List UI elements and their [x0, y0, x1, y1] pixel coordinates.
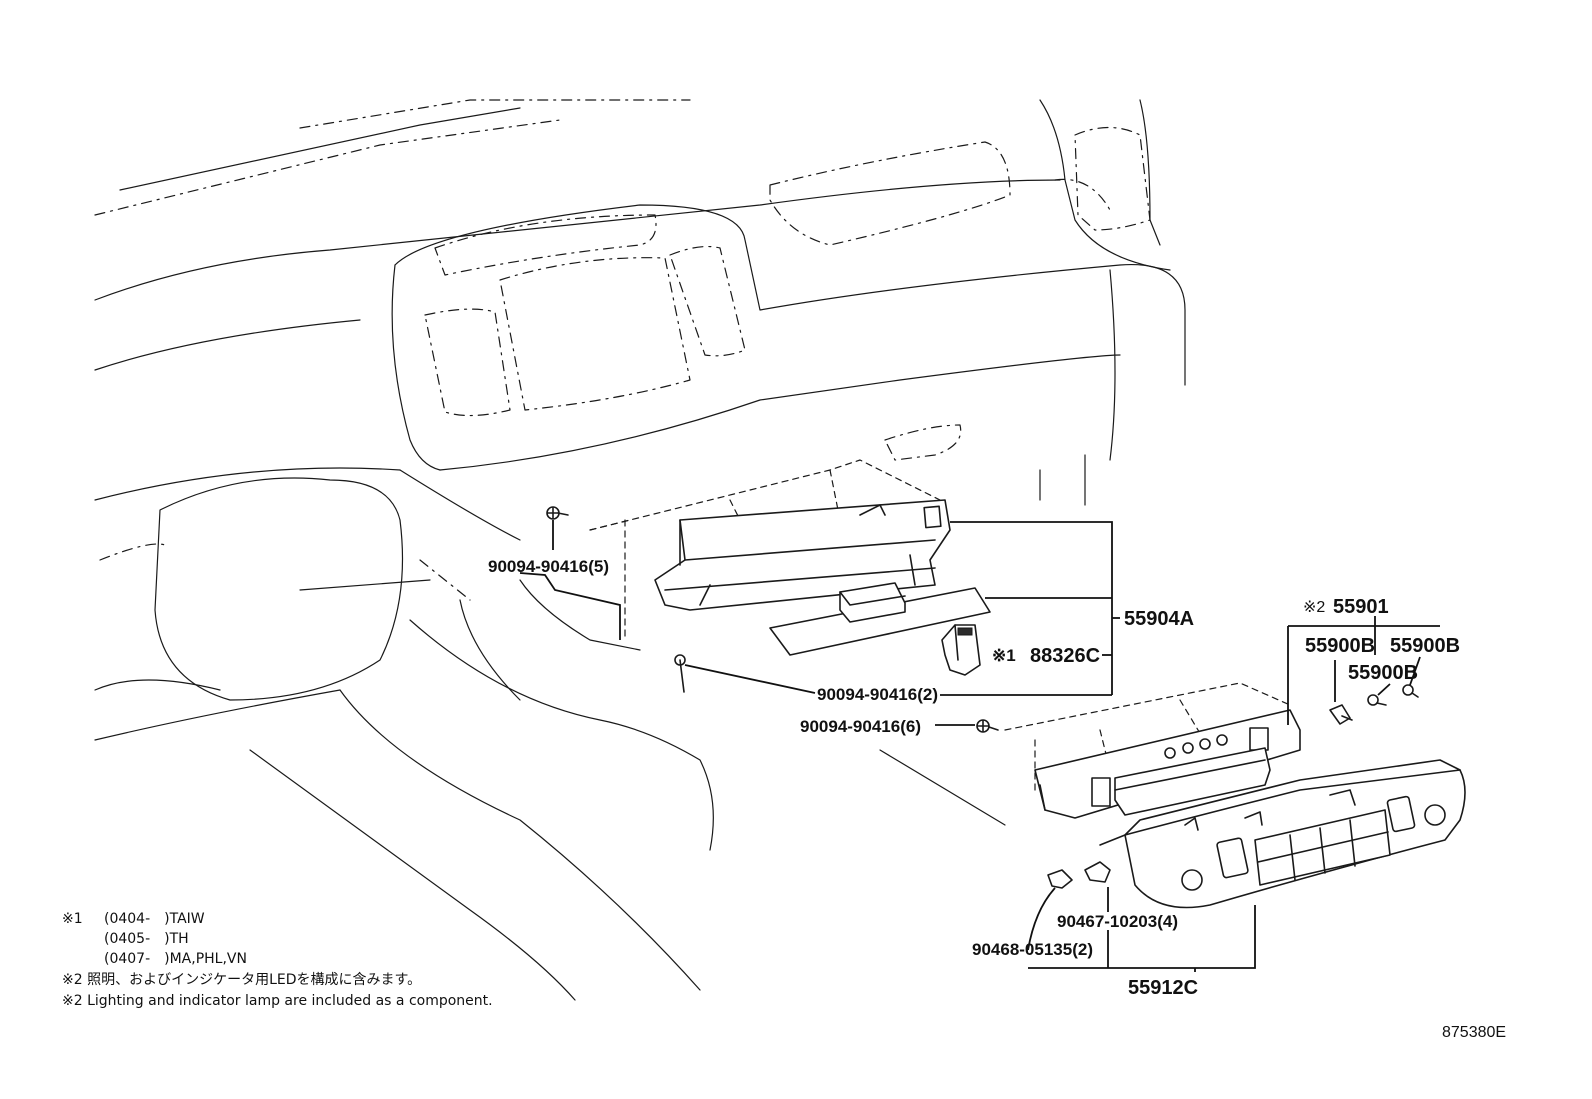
upper-switch-housing	[546, 459, 991, 693]
part-labels: 90094-90416(5) 55904A ※1 88326C 90094-90…	[488, 557, 1460, 999]
label-90094-90416-6: 90094-90416(6)	[800, 717, 921, 736]
label-55900B-b: 55900B	[1390, 635, 1460, 657]
lower-control-panel	[976, 682, 1466, 909]
note2-english: ※2 Lighting and indicator lamp are inclu…	[62, 993, 493, 1009]
label-88326C-mark: ※1	[992, 646, 1016, 665]
label-90467-10203-4: 90467-10203(4)	[1057, 912, 1178, 931]
label-55900B-a: 55900B	[1305, 635, 1375, 657]
dashboard-outline	[94, 99, 1186, 1001]
label-55901: 55901	[1333, 596, 1389, 618]
label-55904A: 55904A	[1124, 608, 1194, 630]
note2-japanese: ※2 照明、およびインジケータ用LEDを構成に含みます。	[62, 972, 421, 988]
leader-lines	[519, 520, 1440, 972]
note1-mark: ※1	[62, 911, 83, 927]
label-88326C: 88326C	[1030, 645, 1100, 667]
label-55900B-c: 55900B	[1348, 662, 1418, 684]
label-90094-90416-2: 90094-90416(2)	[817, 685, 938, 704]
label-90468-05135-2: 90468-05135(2)	[972, 940, 1093, 959]
note1-line3: (0407- )MA,PHL,VN	[104, 951, 247, 967]
label-55912C: 55912C	[1128, 977, 1198, 999]
note1-line2: (0405- )TH	[104, 931, 189, 947]
diagram-reference-id: 875380E	[1442, 1024, 1506, 1041]
note1-line1: (0404- )TAIW	[104, 911, 205, 927]
label-55901-mark: ※2	[1303, 599, 1325, 616]
label-90094-90416-5: 90094-90416(5)	[488, 557, 609, 576]
footnotes: ※1 (0404- )TAIW (0405- )TH (0407- )MA,PH…	[62, 911, 493, 1009]
